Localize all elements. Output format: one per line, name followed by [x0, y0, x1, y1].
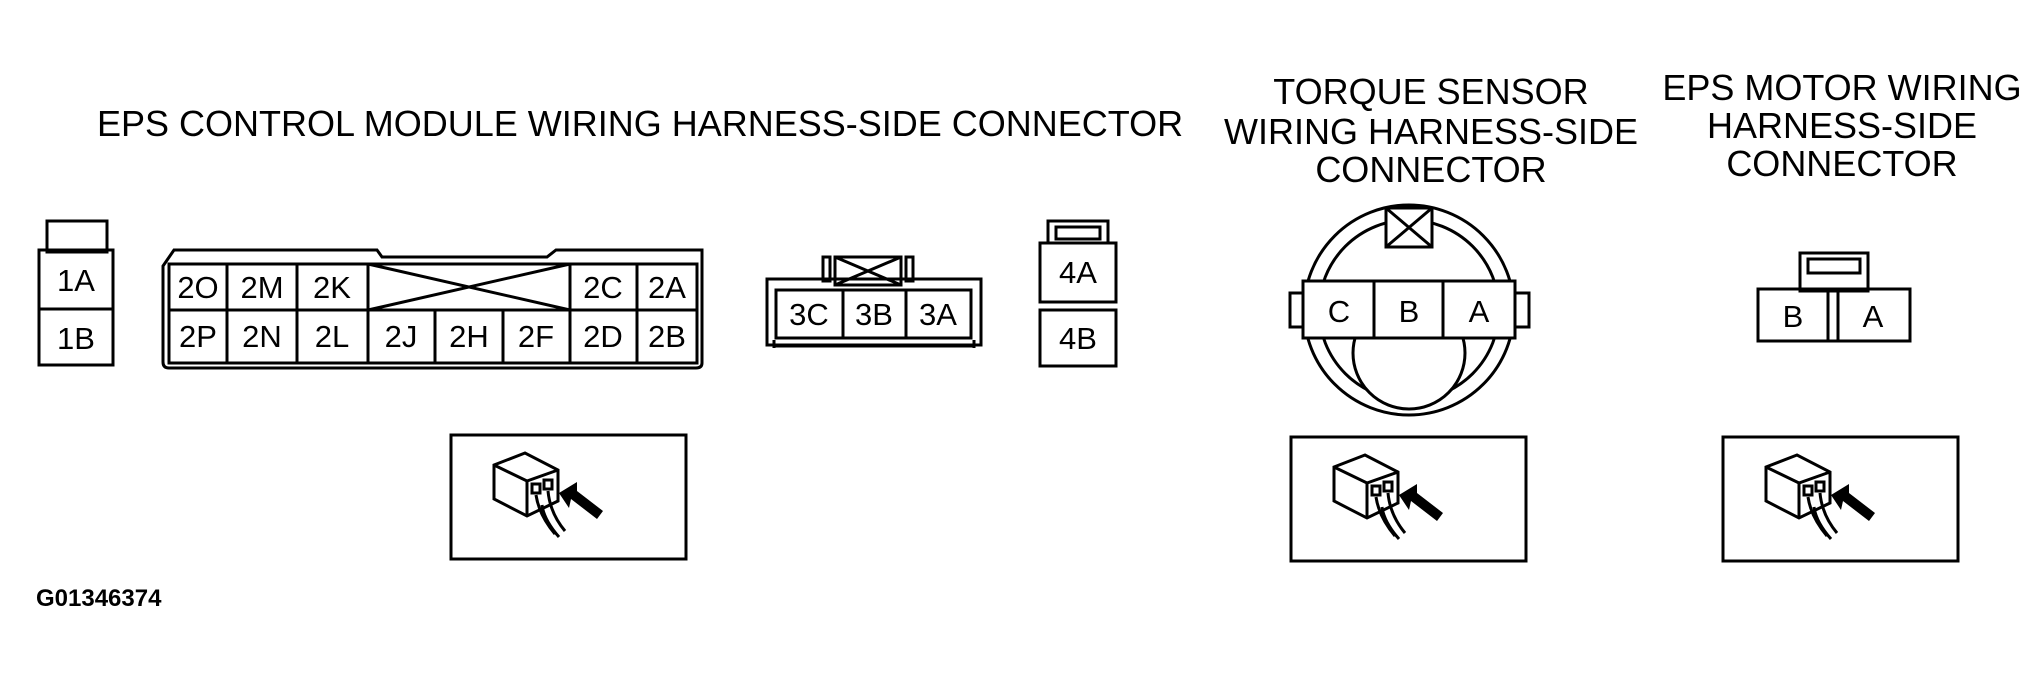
connector-4: 4A 4B	[1038, 219, 1118, 368]
pin-2d-label: 2D	[583, 319, 623, 354]
connector-1: 1A 1B	[37, 219, 115, 367]
pin-2b-label: 2B	[648, 319, 686, 354]
eps-motor-connector: B A	[1756, 251, 1912, 343]
connector-3: 3C 3B 3A	[765, 255, 983, 348]
pin-2m-label: 2M	[240, 270, 283, 305]
pin-a-label: A	[1469, 294, 1490, 329]
pin-4b-label: 4B	[1059, 321, 1097, 356]
pin-b-label: B	[1783, 299, 1804, 334]
probe-direction-icon	[1721, 435, 1960, 563]
pin-3b-label: 3B	[855, 297, 893, 332]
pin-a-label: A	[1863, 299, 1884, 334]
torque-sensor-connector: C B A	[1288, 203, 1531, 417]
pin-4a-label: 4A	[1059, 255, 1097, 290]
pin-1a-label: 1A	[57, 263, 95, 298]
pin-2l-label: 2L	[315, 319, 349, 354]
pin-2f-label: 2F	[518, 319, 554, 354]
pin-2p-label: 2P	[179, 319, 217, 354]
probe-direction-icon	[1289, 435, 1528, 563]
eps-motor-title-line2: HARNESS-SIDE	[1707, 105, 1977, 146]
pin-c-label: C	[1328, 294, 1350, 329]
pin-2h-label: 2H	[449, 319, 489, 354]
pin-2a-label: 2A	[648, 270, 686, 305]
eps-module-connector-title: EPS CONTROL MODULE WIRING HARNESS-SIDE C…	[97, 103, 1183, 144]
pin-2c-label: 2C	[583, 270, 623, 305]
figure-code: G01346374	[36, 585, 162, 612]
pin-3c-label: 3C	[789, 297, 829, 332]
torque-sensor-title-line3: CONNECTOR	[1315, 149, 1546, 190]
pin-b-label: B	[1399, 294, 1420, 329]
eps-motor-title-line1: EPS MOTOR WIRING	[1662, 67, 2021, 108]
torque-sensor-title-line1: TORQUE SENSOR	[1273, 71, 1588, 112]
pin-3a-label: 3A	[919, 297, 957, 332]
connector-2: 2O 2M 2K 2C 2A 2P 2N 2L 2J 2H 2F 2D 2B	[161, 248, 704, 370]
pin-1b-label: 1B	[57, 321, 95, 356]
pin-2o-label: 2O	[177, 270, 218, 305]
eps-motor-title-line3: CONNECTOR	[1726, 143, 1957, 184]
pin-2k-label: 2K	[313, 270, 351, 305]
pin-2n-label: 2N	[242, 319, 282, 354]
probe-direction-icon	[449, 433, 688, 561]
torque-sensor-title-line2: WIRING HARNESS-SIDE	[1224, 111, 1638, 152]
pin-2j-label: 2J	[385, 319, 418, 354]
